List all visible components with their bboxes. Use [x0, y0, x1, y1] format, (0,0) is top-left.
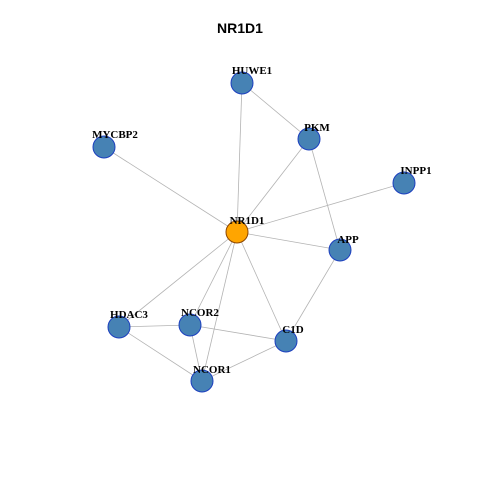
node-label-ncor1: NCOR1 [193, 364, 231, 376]
edge-hdac3-ncor1 [118, 326, 203, 382]
node-circle-ncor2 [178, 313, 202, 337]
edge-hdac3-nr1d1 [118, 231, 238, 328]
node-inpp1: INPP1 [392, 165, 432, 195]
node-c1d: C1D [274, 324, 304, 353]
edge-ncor2-c1d [189, 324, 287, 342]
node-ncor1: NCOR1 [190, 364, 231, 393]
edge-huwe1-nr1d1 [236, 82, 243, 233]
node-circle-nr1d1 [225, 220, 249, 244]
node-app: APP [328, 234, 359, 262]
node-label-huwe1: HUWE1 [232, 65, 272, 77]
edge-ncor1-c1d [201, 340, 287, 382]
edge-ncor2-nr1d1 [189, 231, 238, 326]
edge-mycbp2-nr1d1 [103, 146, 238, 233]
node-label-nr1d1: NR1D1 [230, 215, 265, 227]
node-nr1d1: NR1D1 [225, 215, 265, 244]
edge-pkm-nr1d1 [236, 138, 310, 233]
node-label-c1d: C1D [282, 324, 303, 336]
node-circle-inpp1 [392, 171, 416, 195]
node-circle-ncor1 [190, 369, 214, 393]
edge-layer [103, 82, 405, 382]
node-circle-pkm [297, 127, 321, 151]
node-label-hdac3: HDAC3 [110, 309, 148, 321]
edge-app-nr1d1 [236, 231, 341, 251]
node-ncor2: NCOR2 [178, 307, 219, 337]
node-label-ncor2: NCOR2 [181, 307, 219, 319]
edge-inpp1-nr1d1 [236, 182, 405, 233]
node-label-pkm: PKM [304, 122, 330, 134]
node-label-inpp1: INPP1 [400, 165, 431, 177]
node-huwe1: HUWE1 [230, 65, 272, 95]
edge-c1d-nr1d1 [236, 231, 287, 342]
node-circle-c1d [274, 329, 298, 353]
node-circle-app [328, 238, 352, 262]
edge-huwe1-pkm [241, 82, 310, 140]
node-circle-hdac3 [107, 315, 131, 339]
node-pkm: PKM [297, 122, 330, 151]
edge-hdac3-ncor2 [118, 324, 191, 328]
edge-app-c1d [285, 249, 341, 342]
edge-ncor1-nr1d1 [201, 231, 238, 382]
node-circle-mycbp2 [92, 135, 116, 159]
node-label-mycbp2: MYCBP2 [92, 129, 138, 141]
node-circle-huwe1 [230, 71, 254, 95]
edge-pkm-app [308, 138, 341, 251]
graph-title: NR1D1 [217, 20, 263, 36]
node-hdac3: HDAC3 [107, 309, 148, 339]
node-label-app: APP [337, 234, 359, 246]
node-mycbp2: MYCBP2 [92, 129, 138, 159]
